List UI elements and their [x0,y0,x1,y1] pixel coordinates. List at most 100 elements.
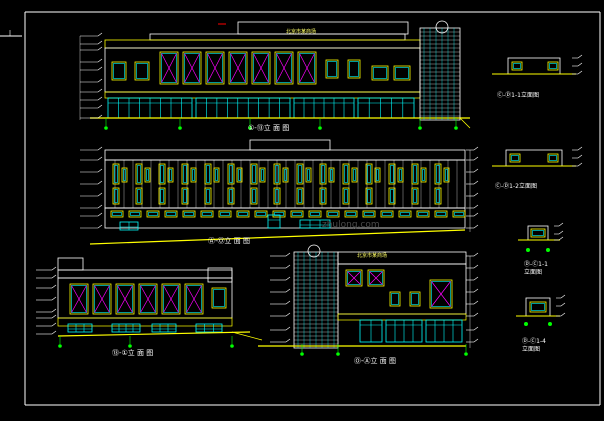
level-mark-arrow [97,32,103,37]
detail-3-label: Ⓓ-Ⓒ1-1 立面图 [524,260,550,276]
window [342,187,350,205]
window-glass [220,212,230,216]
window-glass [252,189,256,203]
window-frame [92,283,112,315]
level-mark-arrow [577,54,583,59]
axis-bubble [546,248,550,252]
window-frame [112,187,120,205]
level-mark-arrow [51,274,57,279]
level-mark-arrow [473,252,479,257]
window-frame [282,167,289,183]
level-mark-arrow [285,252,291,257]
window-glass [436,212,446,216]
window-frame [159,51,179,85]
window-frame [135,163,143,185]
window-frame [411,163,419,185]
level-mark-arrow [97,180,103,185]
window-glass [399,169,402,181]
window [326,210,340,218]
window-glass [454,212,464,216]
axis-bubble [548,322,552,326]
window-glass [238,169,241,181]
window-glass [347,271,361,285]
window [308,210,322,218]
window-frame [420,167,427,183]
window-glass [215,169,218,181]
elevation-main-rear [80,139,479,245]
window-glass [299,53,315,83]
window-glass [148,212,158,216]
window-glass [344,189,348,203]
window [380,210,394,218]
axis-bubble [178,126,182,130]
axis-bubble [104,126,108,130]
window-frame [218,210,232,218]
window [297,51,317,85]
window [273,163,281,185]
detail-4-label-line2: 立面图 [522,345,540,353]
elevation-side-right-label: Ⓞ-Ⓐ立 面 图 [354,356,396,365]
window [144,167,151,183]
window [204,163,212,185]
window [319,163,327,185]
window-glass [252,165,256,183]
detail-1-label: Ⓒ-Ⓓ1-1立面图 [497,91,539,99]
level-mark-arrow [51,284,57,289]
ground-line-sloped [89,229,466,245]
window [254,210,268,218]
window-glass [229,189,233,203]
window [213,167,220,183]
storefront [195,323,223,333]
window-frame [365,163,373,185]
window-diagonal [253,53,269,83]
level-mark-arrow [97,204,103,209]
window-diagonal [117,285,133,313]
window-glass [161,53,177,83]
window-frame [181,163,189,185]
window-glass [192,169,195,181]
window-frame [135,187,143,205]
window [161,283,181,315]
level-mark-arrow [97,156,103,161]
window [211,287,227,309]
storefront [359,319,383,343]
window [112,187,120,205]
storefront [151,323,177,333]
window-glass [206,189,210,203]
storefront-frame [267,214,281,229]
window-glass [445,169,448,181]
detail-3-drawing [518,222,564,252]
level-mark-arrow [473,146,479,151]
window-frame [547,61,559,71]
window [429,279,453,309]
ground-line [57,331,251,337]
window-frame [511,61,523,71]
elevation-main-rear-label: Ⓐ-Ⓞ立 面 图 [208,236,250,245]
window-glass [183,189,187,203]
window [111,61,127,81]
window-glass [321,189,325,203]
window-frame [181,187,189,205]
window [530,228,546,238]
storefront [119,221,139,231]
level-mark-arrow [473,264,479,269]
level-mark-arrow [97,114,103,119]
window-frame [344,210,358,218]
window [296,163,304,185]
window [393,65,411,81]
level-mark-arrow [577,146,583,151]
window-frame [411,187,419,205]
window-frame [69,283,89,315]
level-mark-arrow [473,204,479,209]
window-glass [390,189,394,203]
window-glass [395,67,409,79]
window-frame [362,210,376,218]
window-glass [532,230,544,236]
storefront [111,323,141,333]
window-glass [94,285,110,313]
window-frame [328,167,335,183]
window-glass [160,165,164,183]
window-glass [382,212,392,216]
window-frame [205,51,225,85]
window-diagonal [276,53,292,83]
